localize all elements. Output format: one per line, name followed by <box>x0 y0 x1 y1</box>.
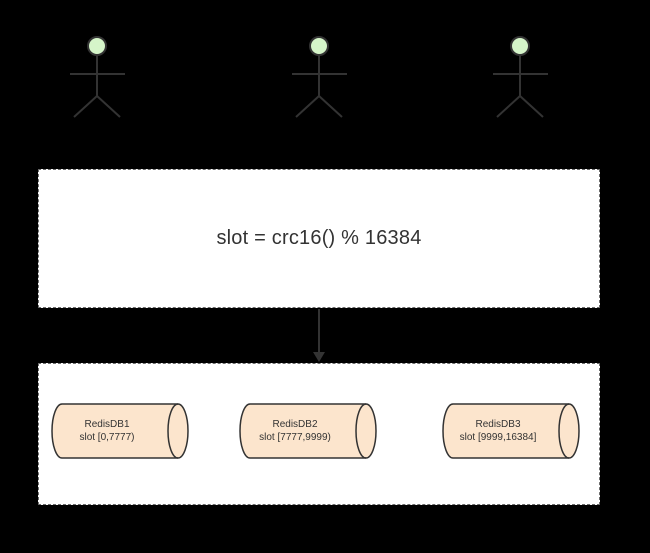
database-cylinder-icon <box>51 403 189 459</box>
node-name: RedisDB3 <box>475 419 521 430</box>
down-arrow-icon <box>313 309 325 362</box>
actor-3 <box>491 34 551 120</box>
actor-1 <box>68 34 128 120</box>
redis-node-3: RedisDB3 slot [9999,16384] <box>439 403 581 459</box>
database-cylinder-icon <box>239 403 377 459</box>
node-name: RedisDB1 <box>84 419 130 430</box>
user-actor-icon <box>70 36 125 118</box>
node-slot-range: slot [7777,9999) <box>259 432 331 443</box>
node-slot-range: slot [9999,16384] <box>459 432 537 443</box>
actor-2 <box>290 34 350 120</box>
user-actor-icon <box>493 36 548 118</box>
database-cylinder-icon <box>442 403 580 459</box>
hash-slot-box: slot = crc16() % 16384 <box>38 169 600 308</box>
user-actor-icon <box>292 36 347 118</box>
node-name: RedisDB2 <box>272 419 318 430</box>
redis-node-2: RedisDB2 slot [7777,9999) <box>236 403 378 459</box>
node-slot-range: slot [0,7777) <box>79 432 135 443</box>
redis-node-1: RedisDB1 slot [0,7777) <box>48 403 190 459</box>
slot-formula: slot = crc16() % 16384 <box>216 227 422 249</box>
